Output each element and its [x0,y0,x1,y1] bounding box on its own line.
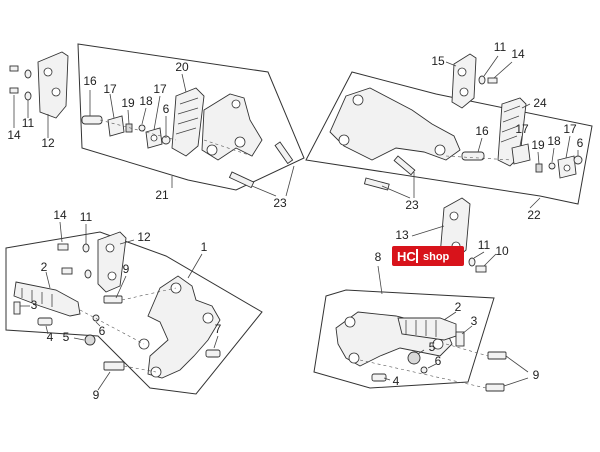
footrest-plate-1 [147,275,221,379]
callout-17a-top-center: 17 [103,82,117,96]
callout-18-top-center: 18 [139,94,153,108]
callout-16-top-right: 16 [475,124,489,138]
frame-8 [313,289,495,389]
washer-11-bottom-right [468,257,476,267]
heel-guard-12-top-left [37,51,69,119]
bolt-10 [475,265,487,273]
callout-23-top-center: 23 [273,196,287,210]
callout-12-top-left: 12 [41,136,55,150]
bolt-23-top-right [363,155,416,191]
callout-17b-top-center: 17 [153,82,167,96]
callout-11-bottom-right: 11 [478,238,491,252]
callout-9-bottom-right: 9 [533,368,540,382]
ball-18-top-center [138,124,146,132]
washer-11-bottom-left [82,243,92,279]
spring-5-bottom-right [407,351,421,365]
clip-6-bottom-left [92,314,100,322]
spring-19-top-right [535,163,543,173]
watermark-suffix: shop [423,251,450,263]
callout-9a-bottom-left: 9 [123,262,130,276]
pin-7-bottom-left [205,349,221,358]
washer-11-top-right [478,75,486,85]
callout-14-top-right: 14 [511,47,525,61]
frame-22 [305,71,593,205]
bolt-9-bottom-right [485,351,507,392]
pin-3-bottom-right [455,331,465,347]
footpeg-2-bottom-left [13,281,81,317]
callout-4-bottom-right: 4 [393,374,400,388]
callout-3-bottom-right: 3 [471,314,478,328]
bolt-bottom-left-extra [61,267,73,275]
bushing-17a-top-right [511,143,531,165]
top-left-group: 14 11 12 [7,51,69,150]
callout-19-top-center: 19 [121,96,135,110]
pin-4-bottom-left [37,317,53,326]
callout-6-top-right: 6 [577,136,584,150]
top-right-group: 15 11 14 24 16 17 19 18 17 6 22 23 [305,40,593,222]
bushing-17a-top-center [107,115,125,137]
footrest-bracket-top-right [329,87,461,161]
bolt-14-top-left [9,65,19,94]
pin-4-bottom-right [371,373,387,382]
callout-20: 20 [175,60,189,74]
callout-18-top-right: 18 [547,134,561,148]
callout-1: 1 [201,240,208,254]
hc-shop-watermark: HC shop [392,246,464,266]
callout-17b-top-right: 17 [563,122,577,136]
callout-11-top-left: 11 [22,116,35,130]
heel-guard-15 [451,53,477,109]
callout-11-top-right: 11 [494,40,507,54]
top-center-group: 16 17 19 18 17 6 20 21 23 [77,43,305,210]
ball-18-top-right [548,162,556,170]
washer-11-top-left [24,69,32,101]
callout-7: 7 [215,322,222,336]
callout-9b-bottom-left: 9 [93,388,100,402]
frame-21 [77,43,305,191]
callout-6-bottom-right: 6 [435,354,442,368]
callout-22: 22 [527,208,541,222]
callout-12-bottom-left: 12 [137,230,151,244]
bolt-14-top-right [487,77,498,84]
callout-6-bottom-left: 6 [99,324,106,338]
callout-14-bottom-left: 14 [53,208,67,222]
callout-3-bottom-left: 3 [31,298,38,312]
bottom-right-group: HC shop 13 11 10 8 2 3 5 6 4 9 [313,197,540,392]
pin-16-top-center [81,115,103,125]
bolt-23-top-center [228,141,294,189]
bolt-9a-bottom-left [103,295,123,304]
callout-17a-top-right: 17 [515,122,529,136]
bolt-9b-bottom-left [103,361,125,371]
callout-24: 24 [533,96,547,110]
callout-8: 8 [375,250,382,264]
callout-14-top-left: 14 [7,128,21,142]
spring-5-bottom-left [84,334,96,346]
callout-15: 15 [431,54,445,68]
footpeg-20 [171,87,205,157]
pin-3-bottom-left [13,301,21,315]
callout-21: 21 [155,188,169,202]
callout-23-top-right: 23 [405,198,419,212]
callout-13: 13 [395,228,409,242]
heel-guard-12-bottom-left [97,231,127,293]
clip-6-bottom-right [420,366,428,374]
watermark-brand: HC [397,249,416,264]
callout-2-bottom-right: 2 [455,300,462,314]
clip-6-top-right [573,155,583,165]
bolt-14-bottom-left [57,243,69,251]
callout-5-bottom-right: 5 [429,340,436,354]
pin-16-top-right [461,151,485,161]
frame-1 [5,231,263,395]
callout-6-top-center: 6 [163,102,170,116]
callout-4-bottom-left: 4 [47,330,54,344]
callout-2-bottom-left: 2 [41,260,48,274]
callout-19-top-right: 19 [531,138,545,152]
callout-11-bottom-left: 11 [80,210,93,224]
bottom-left-group: 14 11 12 1 2 9 3 6 4 5 7 9 [5,208,263,402]
callout-5-bottom-left: 5 [63,330,70,344]
callout-16-top-center: 16 [83,74,97,88]
callout-10: 10 [495,244,509,258]
